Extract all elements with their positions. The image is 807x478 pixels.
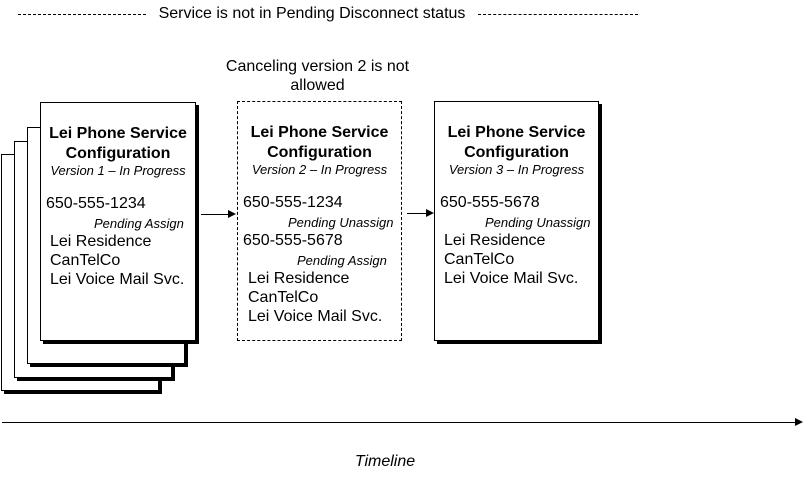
phone-status: Pending Unassign (288, 215, 394, 230)
phone-number: 650-555-5678 (440, 194, 540, 211)
version-label: Version 1 – In Progress (50, 163, 186, 178)
version-3-card: Lei Phone Service Configuration Version … (434, 101, 599, 341)
version-label: Version 2 – In Progress (251, 162, 388, 177)
arrow-head-icon (426, 209, 434, 217)
phone-status: Pending Unassign (485, 215, 591, 230)
banner-dash-left (18, 14, 146, 15)
arrow-v1-to-v2 (201, 214, 229, 215)
detail-voicemail: Lei Voice Mail Svc. (248, 308, 383, 325)
detail-residence: Lei Residence (248, 270, 350, 287)
detail-carrier: CanTelCo (50, 252, 121, 269)
banner-dash-right (478, 14, 638, 15)
detail-residence: Lei Residence (50, 233, 152, 250)
phone-status: Pending Assign (297, 253, 387, 268)
timeline-label: Timeline (354, 453, 416, 470)
version-2-card: Lei Phone Service Configuration Version … (237, 101, 402, 341)
detail-carrier: CanTelCo (248, 289, 319, 306)
version-1-card: Lei Phone Service Configuration Version … (40, 102, 196, 341)
card-title-line1: Lei Phone Service (250, 124, 389, 141)
card-title-line2: Configuration (464, 144, 569, 161)
arrow-v2-to-v3 (407, 213, 427, 214)
cancel-note: Canceling version 2 is not allowed (225, 58, 410, 94)
detail-voicemail: Lei Voice Mail Svc. (444, 270, 579, 287)
phone-number: 650-555-1234 (243, 194, 343, 211)
banner-text: Service is not in Pending Disconnect sta… (158, 5, 466, 22)
version-label: Version 3 – In Progress (448, 162, 585, 177)
detail-carrier: CanTelCo (444, 251, 515, 268)
card-title-line1: Lei Phone Service (447, 124, 586, 141)
phone-number: 650-555-1234 (46, 195, 146, 212)
card-title-line2: Configuration (267, 144, 372, 161)
timeline-axis (2, 422, 796, 423)
phone-status: Pending Assign (94, 216, 184, 231)
timeline-arrow-head-icon (795, 418, 803, 426)
card-title-line1: Lei Phone Service (49, 125, 187, 142)
arrow-head-icon (228, 210, 236, 218)
detail-residence: Lei Residence (444, 232, 546, 249)
card-title-line2: Configuration (65, 145, 171, 162)
detail-voicemail: Lei Voice Mail Svc. (50, 271, 185, 288)
phone-number: 650-555-5678 (243, 232, 343, 249)
